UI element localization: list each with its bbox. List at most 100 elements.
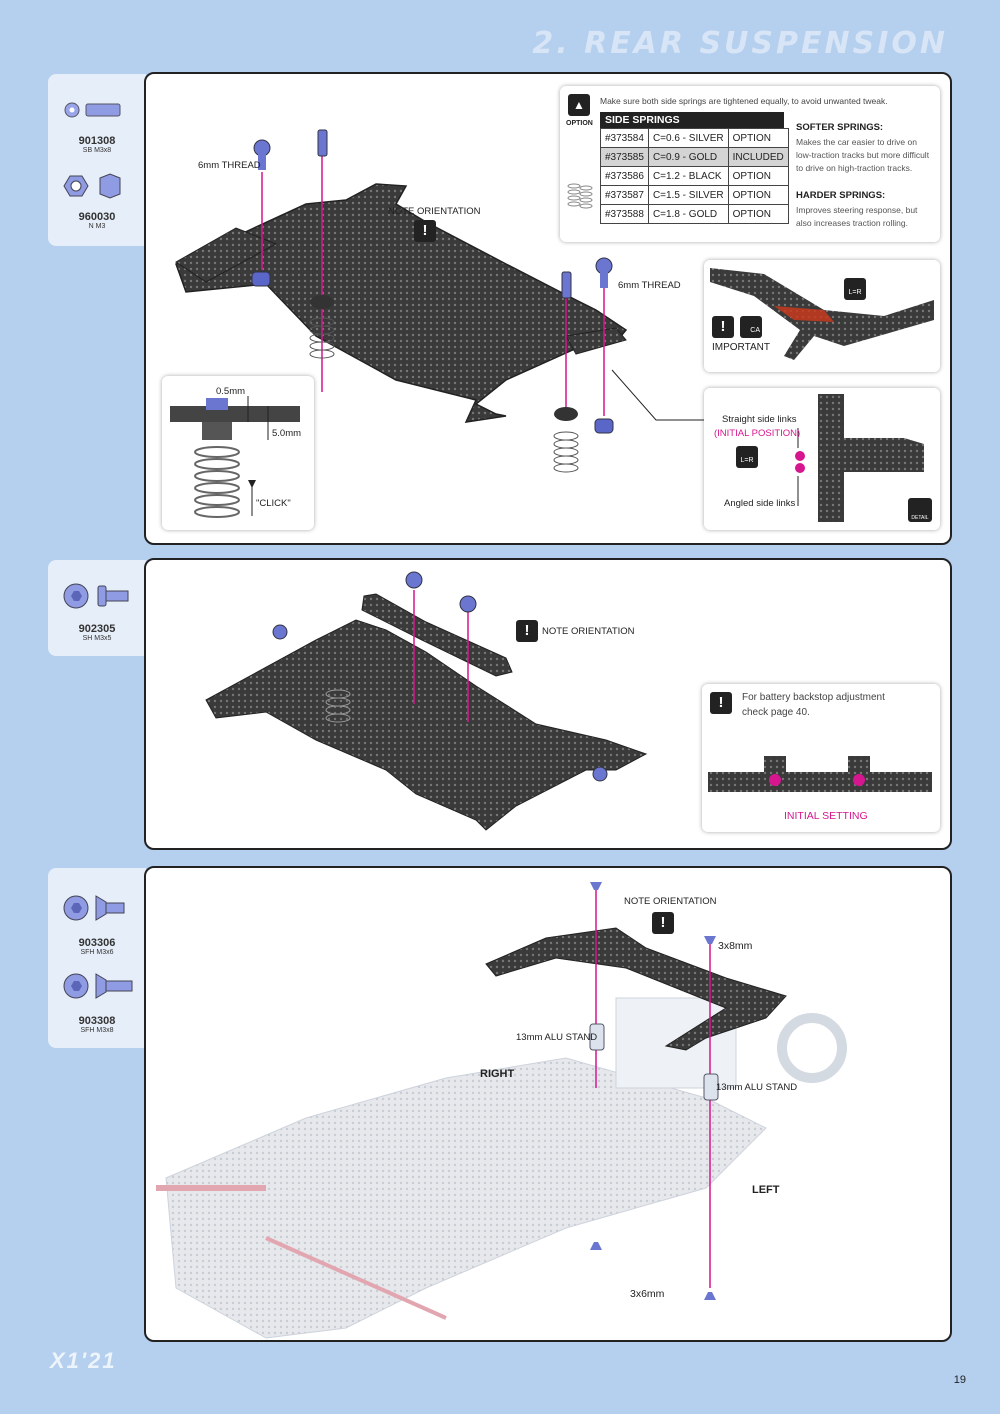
flat-screw-icon bbox=[63, 895, 125, 921]
page-number: 19 bbox=[953, 1374, 966, 1386]
ca-label: CA bbox=[750, 327, 760, 334]
part-code: 903308 bbox=[78, 1015, 116, 1027]
battery-note-callout: ! For battery backstop adjustment check … bbox=[702, 684, 940, 832]
note-orientation-label: NOTE ORIENTATION bbox=[624, 896, 717, 907]
side-springs-callout: ▲ OPTION Make sure both side springs are… bbox=[560, 86, 940, 242]
part-desc: SFH M3x8 bbox=[80, 1027, 114, 1034]
step1-panel: 6mm THREAD 6mm THREAD NOTE ORIENTATION !… bbox=[144, 72, 952, 545]
cell: C=1.2 - BLACK bbox=[647, 166, 729, 186]
cell: OPTION bbox=[727, 185, 789, 205]
cell: C=0.6 - SILVER bbox=[647, 128, 729, 148]
side-links-callout: Straight side links (INITIAL POSITION) L… bbox=[704, 388, 940, 530]
springs-icon bbox=[567, 183, 593, 209]
warning-icon: ! bbox=[414, 220, 436, 242]
part-desc: SFH M3x6 bbox=[80, 949, 114, 956]
thread-label-right: 6mm THREAD bbox=[618, 280, 681, 291]
warning-icon: ! bbox=[652, 912, 674, 934]
screw-icon bbox=[63, 583, 129, 609]
chassis-illustration bbox=[156, 882, 847, 1339]
parts-tab-step3: 903306 SFH M3x6 903308 SFH M3x8 bbox=[48, 868, 146, 1048]
part-code: 902305 bbox=[78, 623, 116, 635]
cell: OPTION bbox=[727, 204, 789, 224]
note-orientation-label: NOTE ORIENTATION bbox=[388, 206, 481, 217]
angled-links-label: Angled side links bbox=[724, 498, 796, 509]
cell: C=1.8 - GOLD bbox=[647, 204, 729, 224]
screw-top-label: 3x8mm bbox=[718, 940, 753, 952]
flat-screw-icon bbox=[63, 973, 133, 999]
side-links-illustration bbox=[795, 394, 924, 522]
spring-detail-illustration bbox=[170, 396, 300, 518]
part-desc: N M3 bbox=[88, 223, 106, 230]
step3-panel: NOTE ORIENTATION ! 3x8mm 13mm ALU STAND … bbox=[144, 866, 952, 1342]
rear-plate-illustration bbox=[175, 129, 804, 473]
part-desc: SB M3x8 bbox=[82, 147, 112, 154]
note-orientation-label: NOTE ORIENTATION bbox=[542, 626, 635, 637]
ca-glue-icon: CA bbox=[740, 316, 762, 338]
part-desc: SH M3x5 bbox=[82, 635, 112, 642]
nut-icon bbox=[63, 173, 121, 199]
click-label: "CLICK" bbox=[256, 498, 291, 509]
cell: OPTION bbox=[727, 128, 789, 148]
parts-tab-step1: 901308 SB M3x8 960030 N M3 bbox=[48, 74, 146, 246]
lr-icon: L=R bbox=[736, 446, 758, 468]
warning-icon: ! bbox=[516, 620, 538, 642]
cell: #373588 bbox=[600, 204, 649, 224]
lr-label: L=R bbox=[740, 457, 754, 464]
cell: #373584 bbox=[600, 128, 649, 148]
screw-bottom-label: 3x6mm bbox=[630, 1288, 665, 1300]
detail-zoom-icon: DETAIL bbox=[908, 498, 932, 522]
harder-title: HARDER SPRINGS: bbox=[796, 190, 886, 201]
alu-stand-left-label: 13mm ALU STAND bbox=[516, 1032, 598, 1043]
thumbs-up-icon: ▲ bbox=[568, 94, 590, 116]
step2-panel: ! NOTE ORIENTATION ! For battery backsto… bbox=[144, 558, 952, 850]
option-label: OPTION bbox=[566, 120, 593, 127]
cell: C=0.9 - GOLD bbox=[647, 147, 729, 167]
spring-detail-callout: 0.5mm 5.0mm "CLICK" bbox=[162, 376, 314, 530]
battery-backstop-illustration bbox=[205, 571, 648, 831]
warning-icon: ! bbox=[712, 316, 734, 338]
cell: INCLUDED bbox=[727, 147, 789, 167]
detail-label: DETAIL bbox=[911, 515, 929, 521]
cell: #373587 bbox=[600, 185, 649, 205]
cell: #373586 bbox=[600, 166, 649, 186]
left-side-label: LEFT bbox=[752, 1184, 780, 1196]
part-code: 960030 bbox=[78, 211, 116, 223]
harder-text: Improves steering response, but also inc… bbox=[796, 205, 918, 228]
straight-links-label: Straight side links bbox=[722, 414, 797, 425]
cell: C=1.5 - SILVER bbox=[647, 185, 729, 205]
important-label: IMPORTANT bbox=[712, 342, 770, 353]
glue-plate-illustration bbox=[710, 268, 934, 360]
alu-stand-right-label: 13mm ALU STAND bbox=[716, 1082, 798, 1093]
softer-text: Makes the car easier to drive on low-tra… bbox=[796, 137, 930, 173]
right-side-label: RIGHT bbox=[480, 1068, 515, 1080]
product-logo: X1'21 bbox=[50, 1348, 117, 1373]
part-code: 901308 bbox=[78, 135, 116, 147]
important-callout: ! CA IMPORTANT L=R bbox=[704, 260, 940, 372]
section-title: 2. REAR SUSPENSION bbox=[532, 26, 948, 61]
springs-table-title: SIDE SPRINGS bbox=[600, 112, 784, 128]
option-note: Make sure both side springs are tightene… bbox=[600, 96, 888, 106]
initial-setting-label: INITIAL SETTING bbox=[784, 810, 868, 822]
lr-label: L=R bbox=[848, 289, 862, 296]
backstop-plate-illustration bbox=[708, 756, 932, 792]
battery-note-text: For battery backstop adjustment check pa… bbox=[742, 692, 885, 718]
parts-tab-step2: 902305 SH M3x5 bbox=[48, 560, 146, 656]
cell: #373585 bbox=[600, 147, 649, 167]
initial-position-label: (INITIAL POSITION) bbox=[714, 428, 801, 439]
dim-50-label: 5.0mm bbox=[272, 428, 302, 439]
lr-icon: L=R bbox=[844, 278, 866, 300]
bolt-icon bbox=[64, 102, 121, 118]
dim-05-label: 0.5mm bbox=[216, 386, 246, 397]
thread-label-left: 6mm THREAD bbox=[198, 160, 261, 171]
softer-title: SOFTER SPRINGS: bbox=[796, 122, 884, 133]
cell: OPTION bbox=[727, 166, 789, 186]
warning-icon: ! bbox=[710, 692, 732, 714]
part-code: 903306 bbox=[78, 937, 116, 949]
